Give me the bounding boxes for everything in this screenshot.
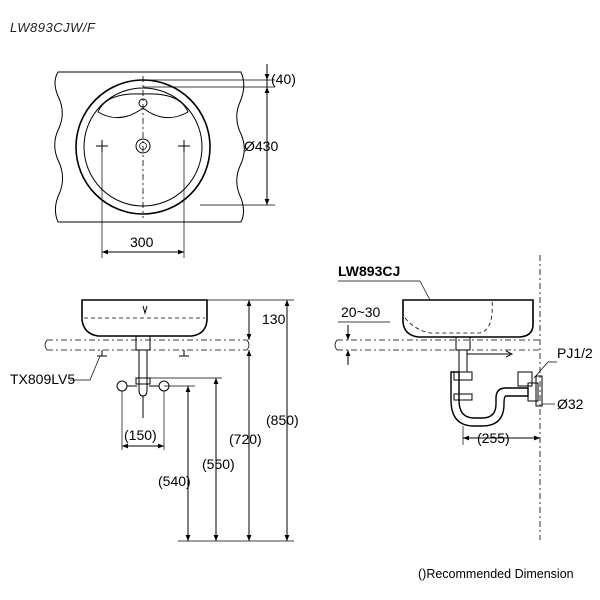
pipe-label: Ø32 — [557, 396, 584, 412]
trap-pipe — [450, 371, 529, 427]
fixing-marks — [96, 140, 190, 152]
basin-front — [81, 299, 208, 337]
overflow-wave — [97, 93, 189, 119]
fitting-label: TX809LV5 — [10, 371, 75, 387]
model-code: LW893CJW/F — [10, 20, 96, 35]
dim-720: (720) — [229, 431, 262, 447]
dim-width-300: 300 — [130, 234, 154, 250]
basin-label: LW893CJ — [338, 263, 400, 279]
front-view: TX809LV5 (150) (540) (550) 130 (720) (85… — [10, 299, 299, 542]
footnote: ()Recommended Dimension — [418, 567, 574, 581]
side-view: LW893CJ 20~30 PJ1/2 Ø32 (255) — [334, 255, 593, 540]
wall-connector — [517, 371, 533, 387]
dim-550: (550) — [202, 456, 235, 472]
dim-540: (540) — [158, 473, 191, 489]
drain-outer — [135, 138, 151, 154]
dim-offset-40: (40) — [271, 71, 296, 87]
counter-outline — [54, 71, 245, 223]
basin-side — [402, 299, 534, 338]
stop-valve-left — [116, 380, 128, 392]
connector-label: PJ1/2 — [557, 345, 593, 361]
dim-850: (850) — [266, 412, 299, 428]
dim-drain-width: (150) — [124, 427, 157, 443]
dim-diameter: Ø430 — [244, 138, 278, 154]
dim-depth: (255) — [477, 430, 510, 446]
dim-basin-height: 130 — [262, 311, 286, 327]
fixing-bolts — [97, 350, 189, 357]
top-view: (40) Ø430 300 — [54, 64, 296, 258]
counter-thickness-label: 20~30 — [341, 304, 381, 320]
